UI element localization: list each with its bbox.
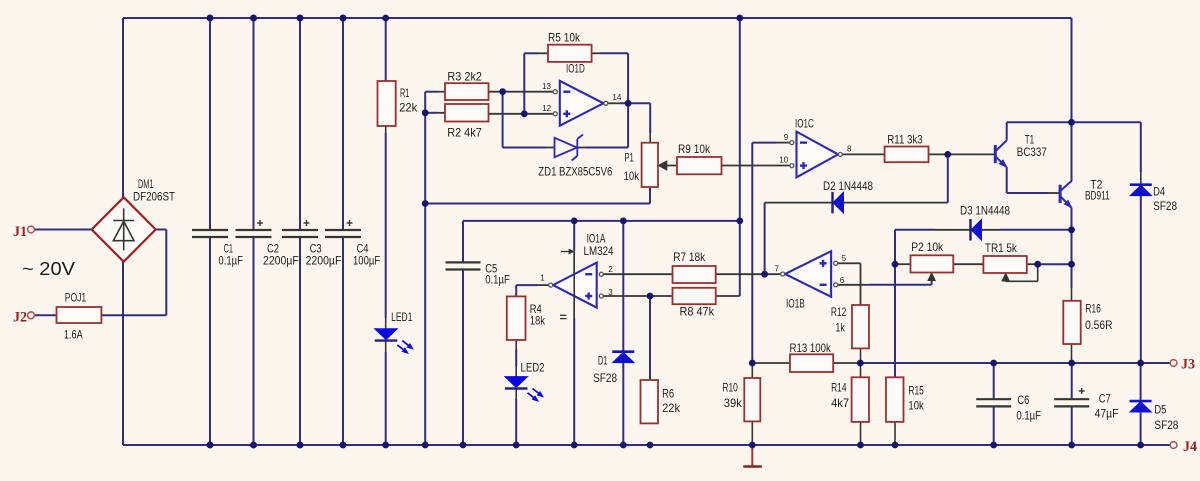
svg-text:0.56R: 0.56R: [1085, 318, 1113, 332]
svg-text:TR1 5k: TR1 5k: [985, 241, 1018, 255]
svg-text:0.1µF: 0.1µF: [1016, 409, 1041, 423]
svg-text:BD911: BD911: [1085, 189, 1110, 203]
svg-text:D2 1N4448: D2 1N4448: [823, 179, 873, 193]
svg-text:DM1: DM1: [138, 177, 154, 191]
svg-text:D5: D5: [1154, 403, 1166, 417]
svg-text:47µF: 47µF: [1095, 407, 1119, 421]
svg-text:IO1B: IO1B: [786, 297, 805, 311]
svg-text:14: 14: [612, 92, 621, 102]
svg-text:SF28: SF28: [1153, 199, 1177, 213]
svg-text:1.6A: 1.6A: [64, 328, 83, 342]
svg-text:R15: R15: [908, 384, 924, 398]
svg-text:18k: 18k: [530, 314, 546, 328]
svg-text:~ 20V: ~ 20V: [22, 258, 76, 279]
svg-text:1k: 1k: [835, 321, 845, 335]
svg-text:C3: C3: [310, 242, 322, 256]
svg-text:100µF: 100µF: [353, 254, 380, 268]
svg-text:8: 8: [847, 144, 852, 154]
svg-text:7: 7: [775, 264, 780, 274]
svg-text:39k: 39k: [724, 396, 743, 410]
svg-text:10k: 10k: [624, 169, 640, 183]
svg-text:R14: R14: [831, 381, 847, 395]
svg-text:LM324: LM324: [584, 244, 614, 258]
svg-text:T2: T2: [1090, 177, 1102, 191]
svg-text:10: 10: [779, 155, 788, 165]
svg-text:22k: 22k: [662, 401, 681, 415]
svg-text:C1: C1: [224, 242, 234, 256]
svg-text:0.1µF: 0.1µF: [218, 254, 243, 268]
svg-text:2200µF: 2200µF: [306, 254, 342, 268]
svg-text:12: 12: [542, 103, 551, 113]
svg-text:BC337: BC337: [1017, 145, 1047, 159]
svg-text:R16: R16: [1085, 302, 1101, 316]
svg-text:LED2: LED2: [521, 361, 545, 375]
svg-text:10k: 10k: [908, 399, 924, 413]
svg-text:R4: R4: [530, 302, 542, 316]
svg-text:C2: C2: [267, 242, 279, 256]
svg-text:22k: 22k: [399, 101, 418, 115]
svg-text:2200µF: 2200µF: [263, 254, 299, 268]
svg-text:ZD1 BZX85C5V6: ZD1 BZX85C5V6: [538, 165, 612, 179]
svg-text:P1: P1: [624, 151, 634, 165]
svg-text:D4: D4: [1153, 185, 1165, 199]
svg-text:R8 47k: R8 47k: [680, 305, 716, 319]
svg-text:T1: T1: [1025, 133, 1035, 147]
svg-text:R6: R6: [662, 387, 674, 401]
svg-text:R9 10k: R9 10k: [678, 142, 711, 156]
svg-text:C5: C5: [485, 262, 497, 276]
svg-text:D3 1N4448: D3 1N4448: [960, 204, 1010, 218]
svg-text:3: 3: [608, 287, 613, 297]
svg-text:C6: C6: [1017, 393, 1029, 407]
svg-text:1: 1: [540, 273, 545, 283]
svg-text:5: 5: [842, 253, 847, 263]
svg-text:J1: J1: [13, 224, 27, 240]
svg-text:J4: J4: [1183, 439, 1197, 455]
svg-text:C7: C7: [1099, 392, 1111, 406]
svg-text:R2 4k7: R2 4k7: [447, 126, 482, 140]
svg-text:0.1µF: 0.1µF: [485, 273, 510, 287]
svg-text:IO1A: IO1A: [587, 232, 606, 246]
svg-text:D1: D1: [598, 354, 608, 368]
svg-text:IO1D: IO1D: [566, 62, 585, 76]
svg-text:R13 100k: R13 100k: [790, 341, 832, 355]
svg-text:R3 2k2: R3 2k2: [447, 70, 482, 84]
svg-text:6: 6: [840, 275, 845, 285]
svg-text:SF28: SF28: [1154, 418, 1178, 432]
svg-text:SF28: SF28: [593, 371, 617, 385]
svg-text:IO1C: IO1C: [795, 116, 814, 130]
svg-text:P2 10k: P2 10k: [911, 240, 944, 254]
svg-text:R7 18k: R7 18k: [673, 250, 706, 264]
svg-text:DF206ST: DF206ST: [133, 190, 176, 204]
svg-text:POJ1: POJ1: [65, 291, 87, 305]
svg-text:R12: R12: [831, 305, 847, 319]
svg-text:R5 10k: R5 10k: [548, 31, 581, 45]
svg-text:4k7: 4k7: [831, 396, 849, 410]
svg-text:J2: J2: [13, 310, 27, 326]
svg-text:C4: C4: [357, 242, 369, 256]
svg-text:R11 3k3: R11 3k3: [887, 133, 923, 147]
svg-text:LED1: LED1: [391, 310, 413, 324]
svg-text:J3: J3: [1181, 357, 1195, 373]
svg-text:R1: R1: [400, 86, 410, 100]
svg-text:2: 2: [608, 264, 613, 274]
svg-text:R10: R10: [722, 381, 738, 395]
svg-text:13: 13: [542, 81, 551, 91]
svg-text:9: 9: [784, 132, 789, 142]
